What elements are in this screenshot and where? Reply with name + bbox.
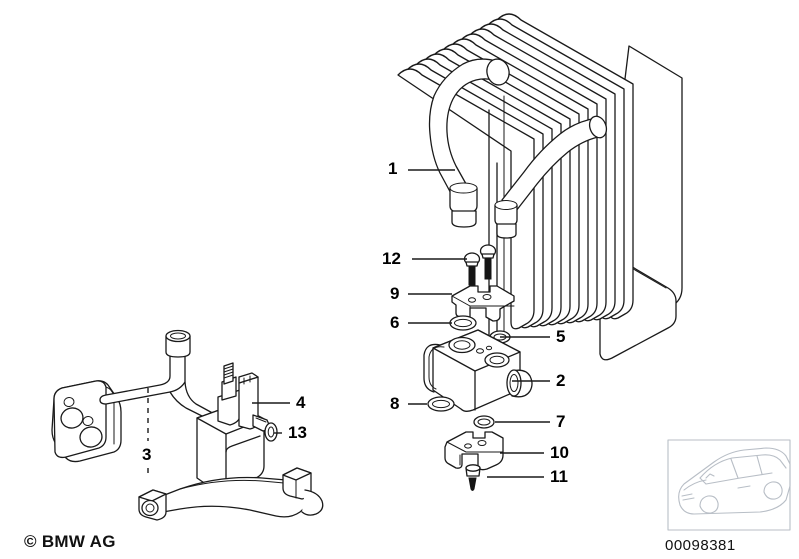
- callout-label-10: 10: [550, 443, 569, 462]
- bolt-left: [463, 252, 481, 286]
- pressure-switch-body: [196, 362, 272, 492]
- callout-label-3: 3: [142, 445, 152, 464]
- evaporator-fins: [397, 13, 634, 330]
- callout-label-1: 1: [388, 159, 398, 178]
- refrigerant-line-upper: [99, 329, 219, 423]
- evaporator-core: [397, 13, 683, 361]
- evaporator-outlet-pipe: [494, 115, 608, 239]
- diagram-number: 00098381: [665, 537, 736, 554]
- leader-lines: [147, 169, 550, 478]
- connector-flange-block: [51, 380, 122, 463]
- refrigerant-hose-with-fittings: [138, 467, 324, 521]
- o-ring-pressure-switch: [264, 422, 278, 442]
- bolt-right: [479, 244, 497, 280]
- callout-label-6: 6: [390, 313, 400, 332]
- callout-label-8: 8: [390, 394, 400, 413]
- callout-label-9: 9: [390, 284, 400, 303]
- lower-retaining-plate: [444, 431, 504, 471]
- callout-label-5: 5: [556, 327, 566, 346]
- o-ring-lower-small: [473, 415, 495, 429]
- upper-retaining-plate: [451, 285, 515, 322]
- vehicle-outline-thumbnail: [667, 439, 791, 531]
- callout-label-13: 13: [288, 423, 307, 442]
- callout-label-11: 11: [550, 467, 568, 486]
- callout-label-4: 4: [296, 393, 306, 412]
- callout-label-2: 2: [556, 371, 566, 390]
- expansion-valve-block: [423, 329, 533, 412]
- callout-label-7: 7: [556, 412, 566, 431]
- evaporator-inlet-pipe: [428, 58, 510, 228]
- retaining-bolt: [465, 464, 481, 491]
- o-ring-upper-large: [449, 315, 477, 331]
- callout-label-12: 12: [382, 249, 401, 268]
- copyright-notice: © BMW AG: [24, 532, 116, 551]
- o-ring-lower-large: [427, 396, 455, 412]
- mounting-bolts: [463, 244, 497, 286]
